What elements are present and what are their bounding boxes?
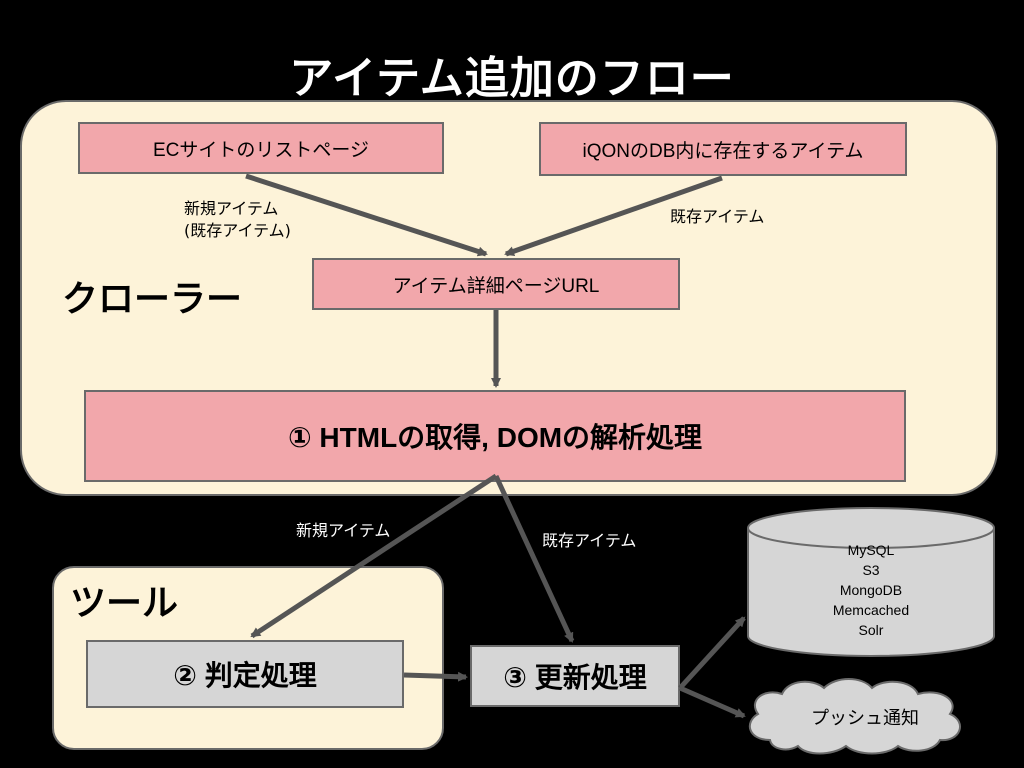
push-cloud [748, 678, 962, 755]
ec-arrow-label-line1: 新規アイテム [184, 199, 279, 218]
step2-judge-box: ② 判定処理 [86, 640, 404, 708]
push-notification-label: プッシュ通知 [811, 708, 919, 729]
tool-label: ツール [70, 583, 179, 624]
storage-cylinder [747, 507, 995, 657]
arrow-step1-to-step2 [250, 473, 498, 639]
diagram-title: アイテム追加のフロー [289, 53, 735, 104]
storage-item: S3 [862, 562, 880, 578]
arrow-ec-to-url [245, 173, 488, 257]
storage-item: Memcached [832, 602, 910, 618]
step1-html-dom-box: ① HTMLの取得, DOMの解析処理 [84, 390, 906, 482]
arrow-step2-to-step3 [403, 671, 468, 682]
ec-list-page-box: ECサイトのリストページ [78, 122, 444, 174]
crawler-label: クローラー [62, 279, 243, 320]
storage-item: MySQL [847, 542, 895, 558]
iqon-db-items-box: iQONのDB内に存在するアイテム [539, 122, 907, 176]
arrow-step3-to-push [678, 685, 746, 719]
storage-item: MongoDB [839, 582, 903, 598]
iqon-arrow-label: 既存アイテム [670, 207, 765, 226]
ec-arrow-label: 新規アイテム (既存アイテム) [184, 198, 291, 242]
step3-update-box: ③ 更新処理 [470, 645, 680, 707]
arrow-iqon-to-url [504, 175, 723, 257]
arrow-step1-to-step3 [493, 474, 575, 643]
existing-item-arrow-label: 既存アイテム [542, 531, 637, 550]
item-detail-url-box: アイテム詳細ページURL [312, 258, 680, 310]
arrow-step3-to-storage [678, 616, 746, 690]
storage-item: Solr [858, 622, 884, 638]
ec-arrow-label-line2: (既存アイテム) [184, 221, 291, 240]
storage-list: MySQL S3 MongoDB Memcached Solr [748, 540, 994, 640]
new-item-arrow-label: 新規アイテム [296, 521, 391, 540]
